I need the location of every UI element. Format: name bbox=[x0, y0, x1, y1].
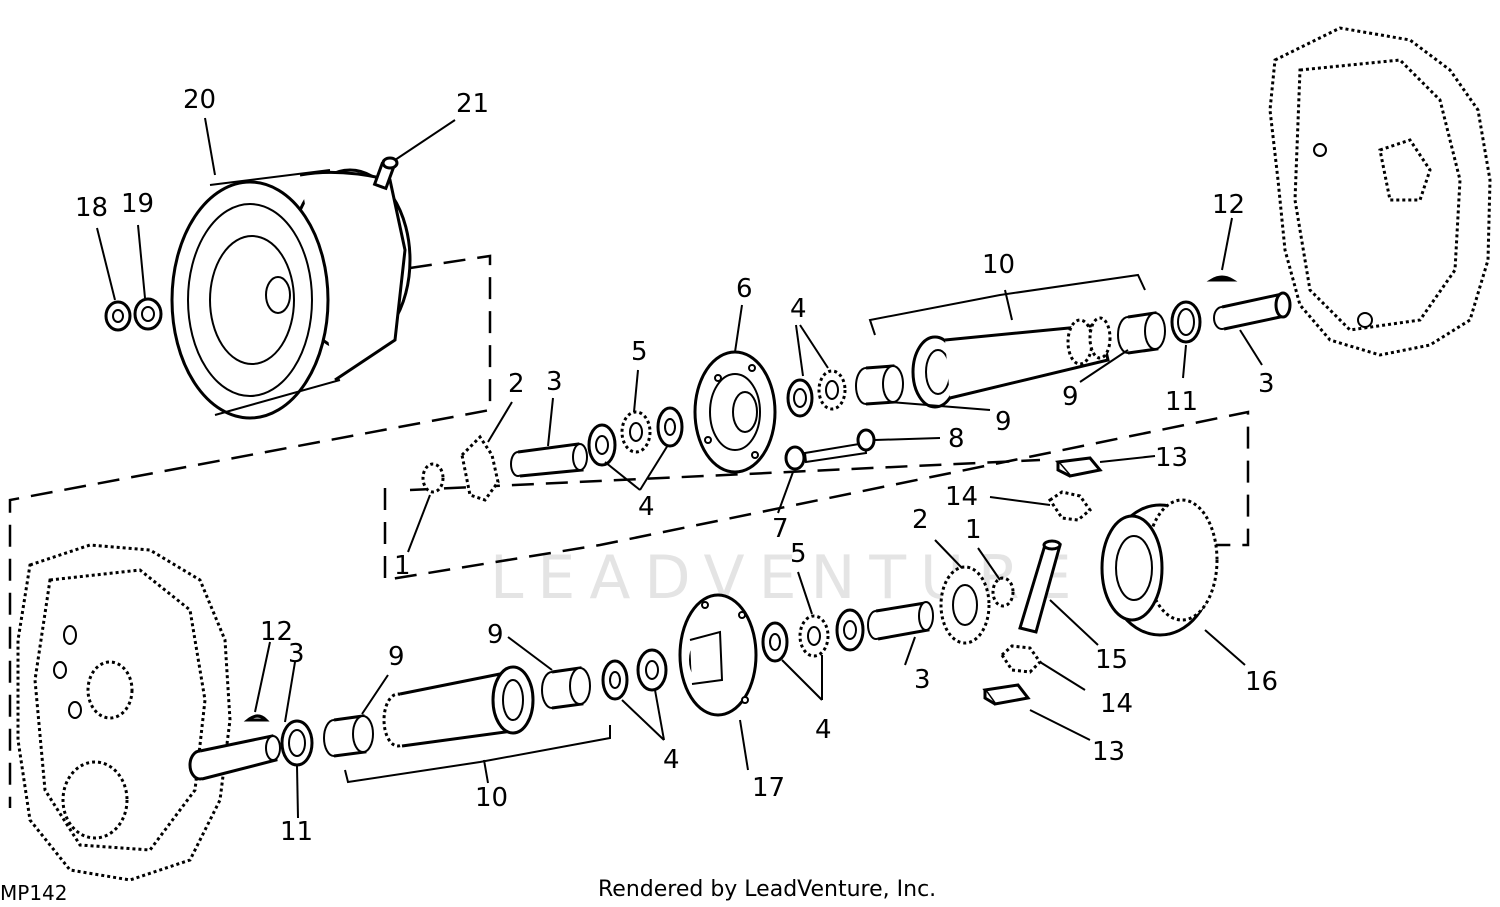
callout-8: 8 bbox=[948, 424, 965, 454]
lower-hub-part bbox=[678, 593, 758, 717]
lower-seal-part bbox=[280, 719, 314, 767]
right-housing-part bbox=[1268, 26, 1492, 357]
callout-6: 6 bbox=[736, 274, 753, 304]
callout-1: 1 bbox=[394, 551, 411, 581]
upper-washer-a-part bbox=[587, 423, 617, 467]
upper-drive-shaft-part bbox=[1213, 291, 1292, 331]
wheel-bolt-part bbox=[372, 156, 399, 191]
callout-5: 5 bbox=[790, 539, 807, 569]
lower-bearing-b-part bbox=[798, 614, 830, 658]
upper-hub-part bbox=[693, 350, 777, 474]
upper-bushing-b-part bbox=[1117, 311, 1166, 355]
pinion-gear-top-part bbox=[1047, 490, 1093, 522]
callout-13: 13 bbox=[1155, 443, 1188, 473]
callout-9: 9 bbox=[388, 642, 405, 672]
callout-5: 5 bbox=[631, 337, 648, 367]
lower-bushing-b-part bbox=[541, 666, 591, 710]
upper-seal-part bbox=[1170, 300, 1202, 344]
lower-washer-a-part bbox=[601, 659, 629, 701]
callout-17: 17 bbox=[752, 773, 785, 803]
callout-16: 16 bbox=[1245, 667, 1278, 697]
callout-4: 4 bbox=[638, 492, 655, 522]
pinion-gear-bottom-part bbox=[1000, 644, 1042, 674]
callout-11: 11 bbox=[1165, 387, 1198, 417]
callout-2: 2 bbox=[508, 369, 525, 399]
upper-bearing-a-part bbox=[620, 410, 652, 454]
callout-3: 3 bbox=[546, 367, 563, 397]
wheel-nut-part bbox=[104, 300, 132, 332]
lower-washer-b-part bbox=[761, 621, 789, 663]
callout-3: 3 bbox=[288, 639, 305, 669]
lower-drive-shaft-part bbox=[188, 734, 281, 781]
wheel-rim-part bbox=[170, 168, 412, 420]
upper-axle-shaft-part bbox=[911, 316, 1112, 409]
callout-14: 14 bbox=[1100, 689, 1133, 719]
wheel-washer-part bbox=[133, 297, 163, 331]
lower-stub-shaft-part bbox=[867, 601, 934, 641]
credit-text: Rendered by LeadVenture, Inc. bbox=[598, 877, 936, 902]
callout-9: 9 bbox=[487, 620, 504, 650]
callout-21: 21 bbox=[456, 89, 489, 119]
lower-axle-shaft-part bbox=[382, 665, 535, 748]
thrust-block-top-part bbox=[1055, 456, 1103, 478]
upper-bevel-gear-part bbox=[460, 434, 500, 502]
upper-small-gear-part bbox=[421, 462, 445, 494]
lower-washer-c-part bbox=[835, 608, 865, 652]
callout-15: 15 bbox=[1095, 645, 1128, 675]
callout-4: 4 bbox=[790, 294, 807, 324]
callout-4: 4 bbox=[815, 715, 832, 745]
lower-assembly-boundary bbox=[383, 410, 1250, 582]
spider-pin-part bbox=[1018, 539, 1062, 634]
upper-key-part bbox=[1206, 275, 1238, 282]
leader-lines bbox=[96, 117, 1263, 819]
callout-12: 12 bbox=[260, 617, 293, 647]
upper-washer-b-part bbox=[656, 406, 684, 448]
left-housing-part bbox=[16, 543, 232, 882]
upper-bushing-a-part bbox=[855, 364, 904, 406]
callout-10: 10 bbox=[982, 250, 1015, 280]
callout-20: 20 bbox=[183, 85, 216, 115]
lower-bushing-a-part bbox=[323, 714, 374, 758]
callout-1: 1 bbox=[965, 515, 982, 545]
lower-key-part bbox=[243, 714, 270, 722]
upper-stub-shaft-part bbox=[510, 442, 588, 478]
callout-labels: 20 21 18 19 2 3 5 6 4 10 12 4 1 7 8 9 9 … bbox=[75, 85, 1278, 847]
callout-19: 19 bbox=[121, 189, 154, 219]
callout-14: 14 bbox=[945, 482, 978, 512]
callout-4: 4 bbox=[663, 745, 680, 775]
lower-bearing-a-part bbox=[636, 648, 668, 692]
lower-bevel-gear-part bbox=[939, 565, 991, 645]
upper-assembly-boundary bbox=[8, 254, 492, 808]
callout-12: 12 bbox=[1212, 190, 1245, 220]
callout-13: 13 bbox=[1092, 737, 1125, 767]
callout-7: 7 bbox=[772, 514, 789, 544]
callout-18: 18 bbox=[75, 193, 108, 223]
callout-3: 3 bbox=[1258, 369, 1275, 399]
callout-11: 11 bbox=[280, 817, 313, 847]
upper-bearing-b-part bbox=[786, 378, 814, 418]
callout-9: 9 bbox=[995, 407, 1012, 437]
callout-9: 9 bbox=[1062, 382, 1079, 412]
figure-code: MP142 bbox=[0, 881, 68, 905]
callout-3: 3 bbox=[914, 665, 931, 695]
upper-bearing-c-part bbox=[817, 369, 847, 411]
callout-2: 2 bbox=[912, 505, 929, 535]
thrust-block-bottom-part bbox=[982, 683, 1031, 706]
callout-10: 10 bbox=[475, 783, 508, 813]
axle-bolt-part bbox=[784, 428, 876, 471]
ring-gear-housing-part bbox=[1100, 498, 1219, 637]
lower-small-gear-part bbox=[991, 576, 1015, 608]
